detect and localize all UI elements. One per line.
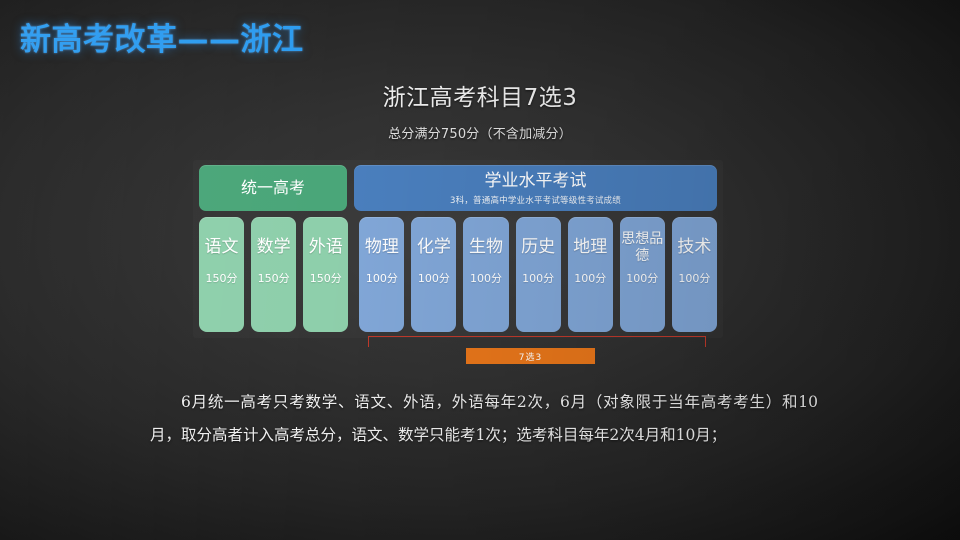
subject-column-chinese: 语文 150分 — [199, 217, 245, 332]
subject-score: 100分 — [522, 272, 555, 285]
subject-column-biology: 生物 100分 — [463, 217, 509, 332]
subject-score: 100分 — [626, 272, 659, 285]
subject-column-technology: 技术 100分 — [671, 217, 717, 332]
subject-name: 技术 — [677, 237, 712, 257]
subject-score: 100分 — [417, 272, 450, 285]
subject-column-ideology-morality: 思想品德 100分 — [619, 217, 665, 332]
subject-column-history: 历史 100分 — [515, 217, 561, 332]
chart-title: 浙江高考科目7选3 — [382, 85, 578, 111]
subject-name: 语文 — [204, 237, 239, 257]
subject-name: 思想品德 — [621, 231, 664, 264]
subject-score: 150分 — [257, 272, 290, 285]
page-title: 新高考改革——浙江 — [20, 22, 304, 58]
status-badge: 7选3 — [466, 348, 595, 364]
body-paragraph: 6月统一高考只考数学、语文、外语，外语每年2次，6月（对象限于当年高考考生）和1… — [150, 393, 818, 444]
subject-name: 物理 — [364, 237, 399, 257]
subject-name: 生物 — [469, 237, 504, 257]
group-label: 统一高考 — [240, 177, 305, 197]
subject-name: 历史 — [521, 237, 556, 257]
chart-container: 浙江高考科目7选3 总分满分750分（不含加减分） 统一高考 学业水平考试 3科… — [0, 78, 960, 332]
subject-column-foreign-language: 外语 150分 — [303, 217, 349, 332]
subject-score: 100分 — [574, 272, 607, 285]
subject-name: 外语 — [308, 237, 343, 257]
group-sublabel: 3科，普通高中学业水平考试等级性考试成绩 — [450, 195, 621, 206]
subject-name: 化学 — [416, 237, 451, 257]
subject-column-physics: 物理 100分 — [359, 217, 405, 332]
selection-bracket — [368, 336, 706, 347]
subject-column-chemistry: 化学 100分 — [411, 217, 457, 332]
group-header-academic-level-exam: 学业水平考试 3科，普通高中学业水平考试等级性考试成绩 — [354, 165, 717, 211]
subject-name: 数学 — [256, 237, 291, 257]
subject-score: 150分 — [205, 272, 238, 285]
subject-name: 地理 — [573, 237, 608, 257]
subject-columns-row: 语文 150分 数学 150分 外语 150分 物理 100分 化学 10 — [199, 217, 717, 332]
subject-score: 100分 — [365, 272, 398, 285]
group-label: 学业水平考试 — [484, 171, 587, 192]
group-header-row: 统一高考 学业水平考试 3科，普通高中学业水平考试等级性考试成绩 — [199, 165, 717, 211]
group-header-unified-exam: 统一高考 — [199, 165, 347, 211]
subject-column-math: 数学 150分 — [251, 217, 297, 332]
subject-diagram: 统一高考 学业水平考试 3科，普通高中学业水平考试等级性考试成绩 语文 150分… — [193, 160, 723, 338]
chart-subtitle: 总分满分750分（不含加减分） — [388, 127, 572, 142]
subject-column-geography: 地理 100分 — [567, 217, 613, 332]
subject-score: 100分 — [470, 272, 503, 285]
subject-score: 150分 — [309, 272, 342, 285]
subject-score: 100分 — [678, 272, 711, 285]
